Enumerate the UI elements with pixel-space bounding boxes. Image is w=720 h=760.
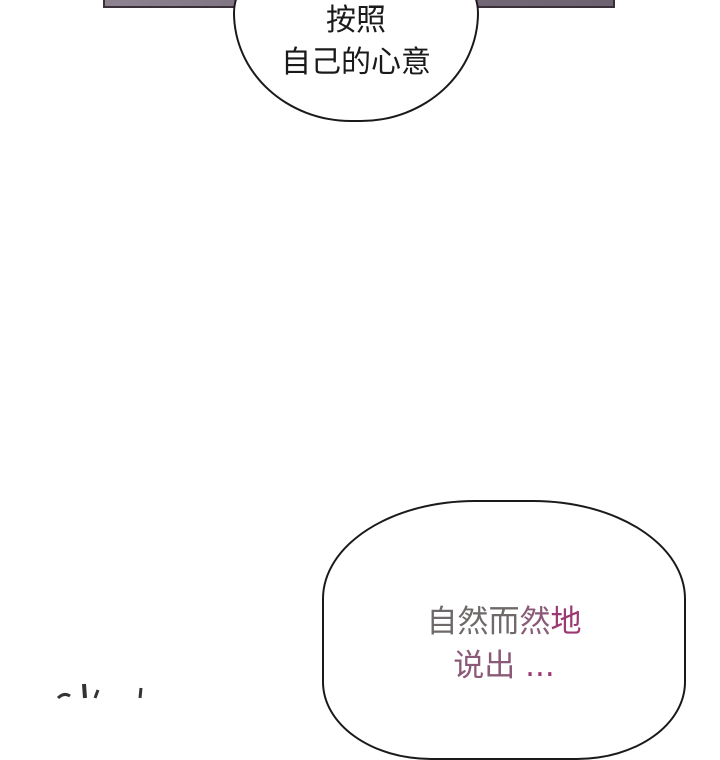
line1-segment-pink: 地 bbox=[550, 604, 582, 640]
line2-segment-mid: 说出 bbox=[453, 648, 516, 684]
bubble-top-line2: 自己的心意 bbox=[281, 45, 431, 80]
speech-bubble-bottom-text: 自然而然地 说出 ... bbox=[322, 600, 686, 688]
line1-segment-grey: 自然而 bbox=[426, 604, 520, 640]
bubble-bottom-line1: 自然而然地 bbox=[322, 600, 686, 644]
bubble-top-line1: 按照 bbox=[326, 3, 386, 38]
bubble-bottom-line2: 说出 ... bbox=[322, 644, 686, 688]
handwritten-sfx-scribble bbox=[56, 683, 143, 700]
speech-bubble-top-text: 按照 自己的心意 bbox=[233, 0, 479, 84]
line2-segment-pink: ... bbox=[515, 648, 555, 684]
line1-segment-mid: 然 bbox=[519, 604, 551, 640]
